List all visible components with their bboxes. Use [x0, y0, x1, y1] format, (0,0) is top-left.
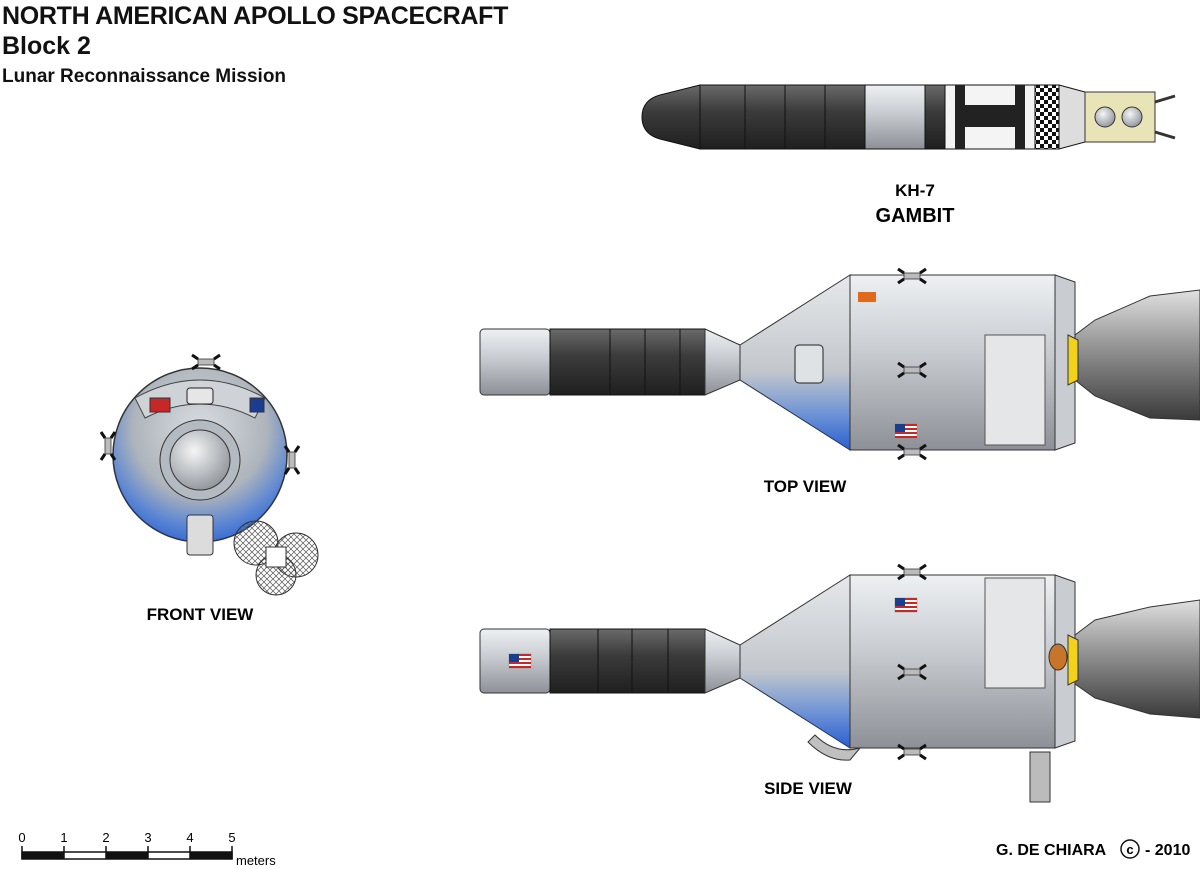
scale-tick-4: 4	[186, 830, 193, 845]
payload-name-line2: GAMBIT	[876, 205, 955, 227]
scale-bar	[21, 846, 233, 860]
credit-symbol: c	[1126, 842, 1133, 857]
top-view-label: TOP VIEW	[764, 477, 847, 496]
scale-unit: meters	[236, 853, 276, 868]
scale-tick-0: 0	[18, 830, 25, 845]
subtitle: Lunar Reconnaissance Mission	[2, 66, 287, 87]
scale-tick-3: 3	[144, 830, 151, 845]
copyright-icon	[1120, 839, 1140, 859]
payload-name-line1: KH-7	[895, 181, 935, 200]
front-view-drawing	[99, 353, 319, 596]
title-line1: NORTH AMERICAN APOLLO SPACECRAFT	[2, 2, 509, 30]
kh7-gambit-drawing	[641, 84, 1176, 150]
scale-tick-2: 2	[102, 830, 109, 845]
title-line2: Block 2	[2, 32, 91, 60]
credit-author: G. DE CHIARA	[996, 842, 1107, 859]
scale-tick-5: 5	[228, 830, 235, 845]
credit-year: - 2010	[1145, 842, 1190, 859]
side-view-drawing	[479, 563, 1200, 803]
front-view-label: FRONT VIEW	[147, 605, 255, 624]
side-view-label: SIDE VIEW	[764, 779, 853, 798]
top-view-drawing	[479, 267, 1200, 461]
scale-tick-1: 1	[60, 830, 67, 845]
